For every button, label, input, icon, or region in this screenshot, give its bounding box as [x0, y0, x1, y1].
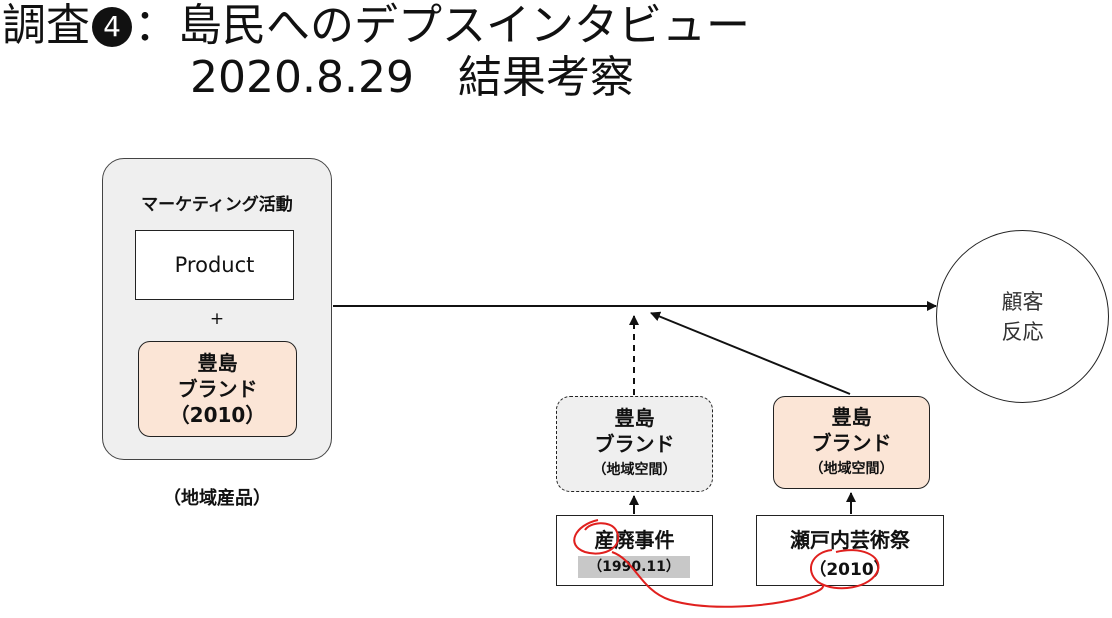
number-badge: 4: [92, 7, 132, 47]
brand-name: 豊島: [831, 404, 872, 429]
brand-year: （2010）: [169, 403, 266, 427]
diagonal-arrow: [650, 311, 851, 395]
title-prefix: 調査: [2, 0, 90, 51]
brand-name: 豊島: [614, 406, 655, 430]
event-waste-date: （1990.11）: [578, 556, 690, 578]
brand-word: ブランド: [177, 377, 258, 401]
customer-response-circle: 顧客 反応: [936, 230, 1109, 403]
event-waste-title: 産廃事件: [594, 528, 675, 552]
product-label: Product: [174, 253, 255, 277]
brand-box-product: 豊島 ブランド （2010）: [138, 341, 297, 437]
response-label: 反応: [1001, 319, 1044, 344]
product-box: Product: [135, 230, 294, 300]
brand-space: （地域空間）: [592, 462, 677, 478]
brand-word: ブランド: [594, 432, 675, 456]
plus-sign: +: [209, 309, 225, 329]
title-suffix: ：島民へのデプスインタビュー: [134, 0, 750, 51]
brand-name: 豊島: [197, 351, 238, 375]
marketing-label: マーケティング活動: [141, 195, 293, 215]
brand-box-space: 豊島 ブランド （地域空間）: [773, 396, 930, 489]
page-subtitle: 2020.8.29 結果考察: [190, 52, 634, 103]
brand-space: （地域空間）: [809, 460, 894, 477]
customer-label: 顧客: [1001, 289, 1044, 314]
brand-word: ブランド: [811, 430, 892, 455]
event-art-year: （2010）: [809, 560, 891, 580]
regional-product-caption: （地域産品）: [163, 488, 271, 509]
event-art-title: 瀬戸内芸術祭: [790, 528, 910, 552]
brand-box-dashed: 豊島 ブランド （地域空間）: [556, 396, 713, 492]
